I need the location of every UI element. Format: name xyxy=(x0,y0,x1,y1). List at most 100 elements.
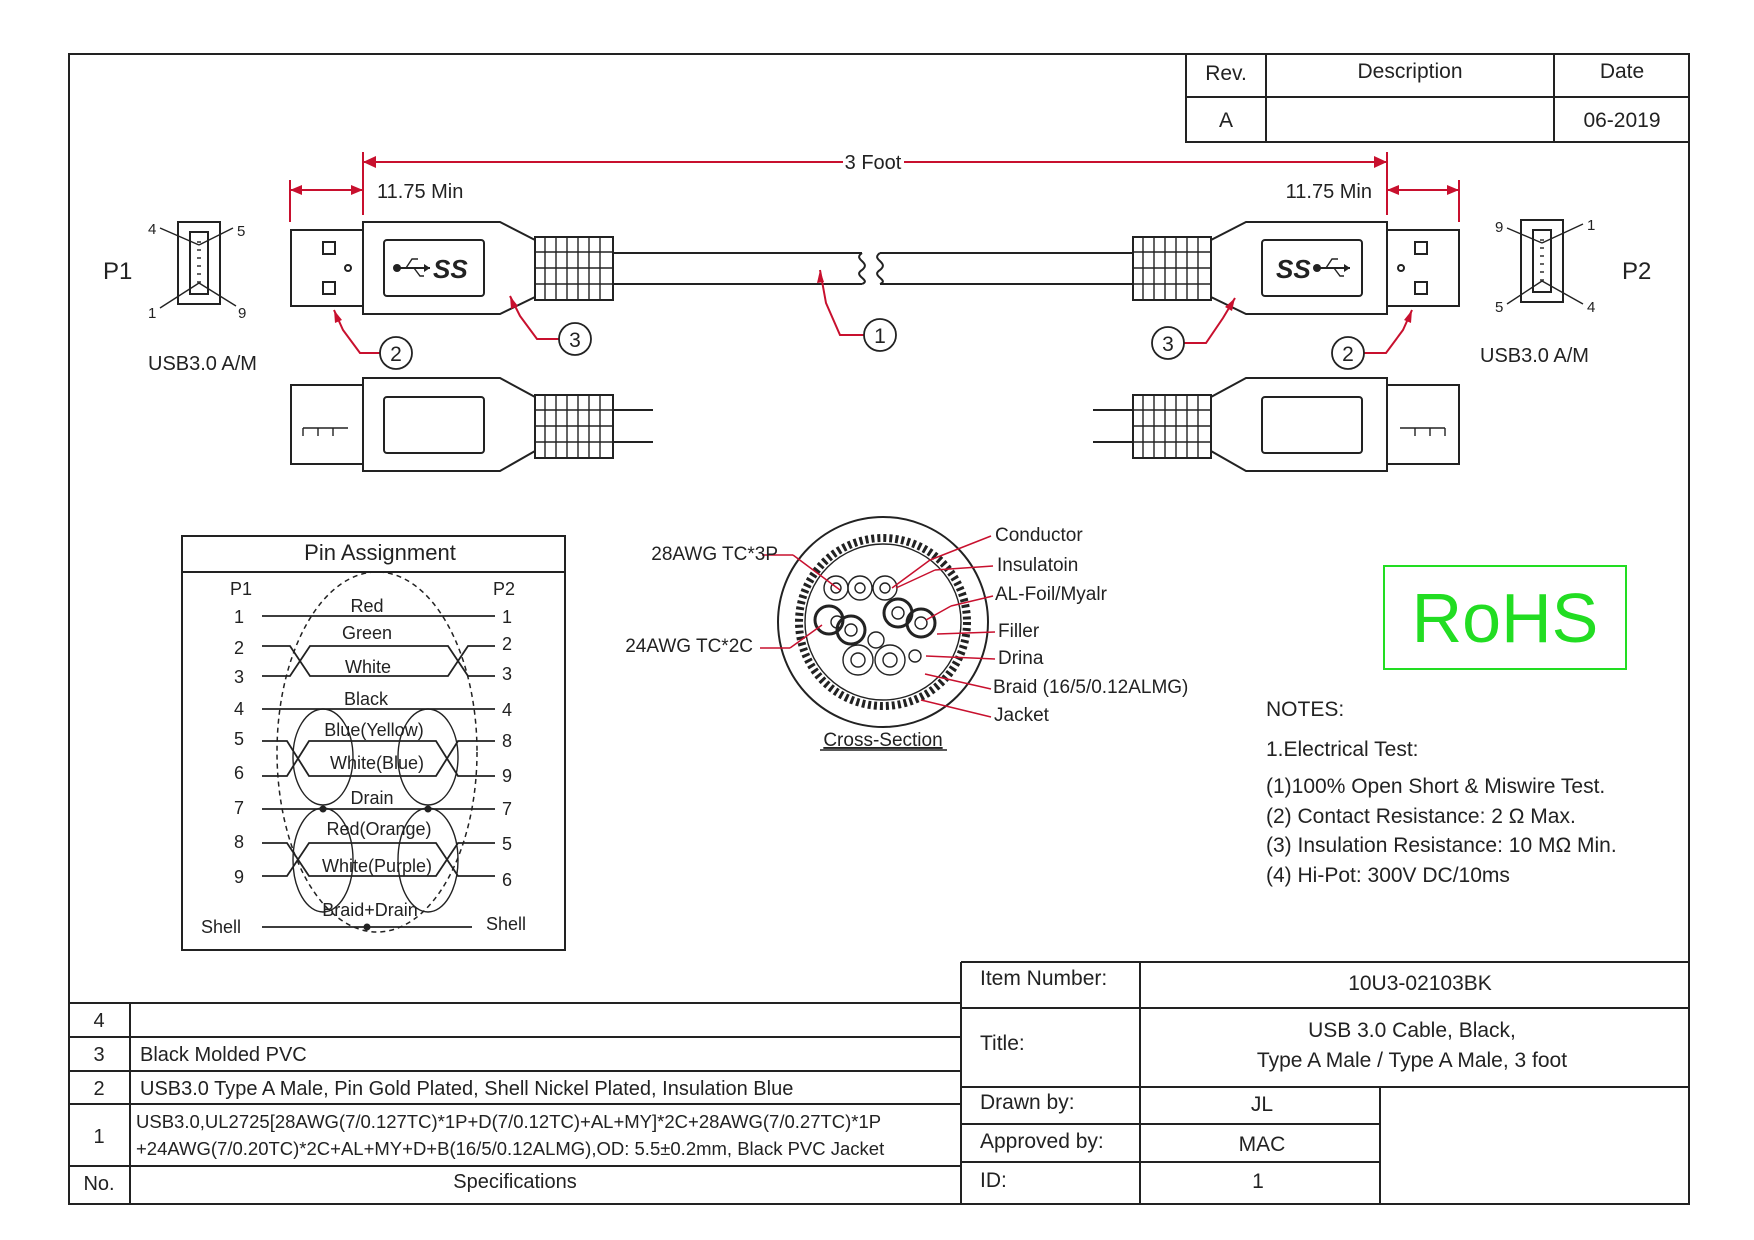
title-label: Title: xyxy=(980,1032,1025,1055)
left-connector-top-view: SS xyxy=(290,221,614,315)
wire-blue-yellow: Blue(Yellow) xyxy=(324,720,423,740)
p1-pin-5: 5 xyxy=(237,223,245,240)
left-pin-8: 8 xyxy=(234,832,244,852)
wire-white: White xyxy=(345,657,391,677)
right-pin-3: 3 xyxy=(502,664,512,684)
p1-label: P1 xyxy=(103,258,132,285)
left-pin-6: 6 xyxy=(234,763,244,783)
callout-1-text: 1 xyxy=(874,325,886,348)
right-pin-5: 5 xyxy=(502,834,512,854)
p1-pin-1: 1 xyxy=(148,305,156,322)
left-ss-logo: SS xyxy=(433,254,468,284)
right-connector-side-view xyxy=(1093,377,1460,472)
right-pin-9: 9 xyxy=(502,766,512,786)
left-pin-3: 3 xyxy=(234,667,244,687)
p2-end-view: P2 9 1 5 4 USB3.0 A/M xyxy=(1480,217,1651,367)
xs-conductor: Conductor xyxy=(995,525,1083,546)
xs-braid: Braid (16/5/0.12ALMG) xyxy=(993,677,1188,698)
length-dimension: 3 Foot xyxy=(845,152,902,174)
notes-heading: NOTES: xyxy=(1266,698,1344,721)
left-min-dimension: 11.75 Min xyxy=(377,181,463,203)
revision-table: Rev. Description Date A 06-2019 xyxy=(1185,53,1690,143)
dimension-lines: 3 Foot 11.75 Min 11.75 Min xyxy=(289,152,1460,222)
note-line-1: 1.Electrical Test: xyxy=(1266,738,1419,761)
right-pin-7: 7 xyxy=(502,799,512,819)
wire-drain: Drain xyxy=(350,788,393,808)
p2-pin-1: 1 xyxy=(1587,217,1595,234)
callout-3-right xyxy=(1151,326,1185,360)
p2-pin-9: 9 xyxy=(1495,219,1503,236)
left-pin-4: 4 xyxy=(234,699,244,719)
spec-table: 4 3 Black Molded PVC 2 USB3.0 Type A Mal… xyxy=(69,962,962,1204)
left-pin-2: 2 xyxy=(234,638,244,658)
p1-end-view: P1 4 5 1 9 USB3.0 A/M xyxy=(103,221,257,375)
pin-p2-header: P2 xyxy=(493,579,515,599)
note-line-5: (4) Hi-Pot: 300V DC/10ms xyxy=(1266,864,1510,887)
wire-braid-drain: Braid+Drain xyxy=(322,900,418,920)
spec-no-4: 4 xyxy=(93,1010,104,1032)
spec-1-line-2: +24AWG(7/0.20TC)*2C+AL+MY+D+B(16/5/0.12A… xyxy=(136,1138,884,1159)
xs-24awg-label: 24AWG TC*2C xyxy=(625,636,753,657)
wire-white-blue: White(Blue) xyxy=(330,753,424,773)
id-value: 1 xyxy=(1252,1170,1264,1193)
p2-connector-type: USB3.0 A/M xyxy=(1480,345,1589,367)
shell-right: Shell xyxy=(486,914,526,934)
callout-3-right-text: 3 xyxy=(1162,333,1174,356)
cross-section-title: Cross-Section xyxy=(823,730,942,751)
callout-3-left xyxy=(558,322,592,356)
right-ss-logo: SS xyxy=(1276,254,1311,284)
id-label: ID: xyxy=(980,1169,1007,1192)
date-header: Date xyxy=(1600,60,1644,83)
pin-assignment-table: Pin Assignment P1 P2 1 2 3 4 5 6 7 8 9 1… xyxy=(181,535,566,951)
p1-pin-9: 9 xyxy=(238,305,246,322)
spec-header: Specifications xyxy=(453,1171,576,1193)
wire-red-orange: Red(Orange) xyxy=(326,819,431,839)
left-connector-side-view xyxy=(290,377,653,472)
date-value: 06-2019 xyxy=(1583,109,1660,132)
cable-body xyxy=(613,252,1133,285)
pin-p1-header: P1 xyxy=(230,579,252,599)
spec-no-2: 2 xyxy=(93,1078,104,1100)
drawn-by: JL xyxy=(1251,1093,1273,1116)
rev-value: A xyxy=(1219,109,1233,132)
callouts: 1 2 3 2 3 xyxy=(333,269,1413,370)
right-pin-2: 2 xyxy=(502,634,512,654)
rohs-badge: RoHS xyxy=(1383,565,1627,670)
p1-pin-4: 4 xyxy=(148,221,156,238)
callout-2-left-text: 2 xyxy=(390,343,402,366)
spec-no-1: 1 xyxy=(93,1126,104,1148)
spec-no-3: 3 xyxy=(93,1044,104,1066)
p1-connector-type: USB3.0 A/M xyxy=(148,353,257,375)
p2-label: P2 xyxy=(1622,258,1651,285)
note-line-3: (2) Contact Resistance: 2 Ω Max. xyxy=(1266,805,1576,828)
shell-left: Shell xyxy=(201,917,241,937)
drawn-by-label: Drawn by: xyxy=(980,1091,1075,1114)
rohs-text: RoHS xyxy=(1412,579,1599,657)
item-number: 10U3-02103BK xyxy=(1348,972,1492,995)
right-pin-1: 1 xyxy=(502,607,512,627)
approved-by-label: Approved by: xyxy=(980,1130,1104,1153)
right-pin-6: 6 xyxy=(502,870,512,890)
right-pin-8: 8 xyxy=(502,731,512,751)
left-pin-5: 5 xyxy=(234,729,244,749)
xs-drain: Drina xyxy=(998,648,1044,669)
xs-insulation: Insulatoin xyxy=(997,555,1078,576)
title-line-2: Type A Male / Type A Male, 3 foot xyxy=(1257,1049,1567,1072)
xs-jacket: Jacket xyxy=(994,705,1050,726)
spec-2: USB3.0 Type A Male, Pin Gold Plated, She… xyxy=(140,1078,793,1100)
left-pin-7: 7 xyxy=(234,798,244,818)
item-number-label: Item Number: xyxy=(980,967,1107,990)
spec-no-header: No. xyxy=(83,1173,114,1195)
right-min-dimension: 11.75 Min xyxy=(1286,181,1372,203)
description-header: Description xyxy=(1357,60,1462,83)
title-block: Item Number: 10U3-02103BK Title: USB 3.0… xyxy=(961,961,1689,1204)
xs-al-foil: AL-Foil/Myalr xyxy=(995,584,1108,605)
xs-28awg-label: 28AWG TC*3P xyxy=(651,544,778,565)
left-pin-1: 1 xyxy=(234,607,244,627)
right-connector-top-view: SS xyxy=(1132,221,1460,315)
rev-header: Rev. xyxy=(1205,62,1247,85)
wire-green: Green xyxy=(342,623,392,643)
wire-red: Red xyxy=(350,596,383,616)
right-pin-4: 4 xyxy=(502,700,512,720)
